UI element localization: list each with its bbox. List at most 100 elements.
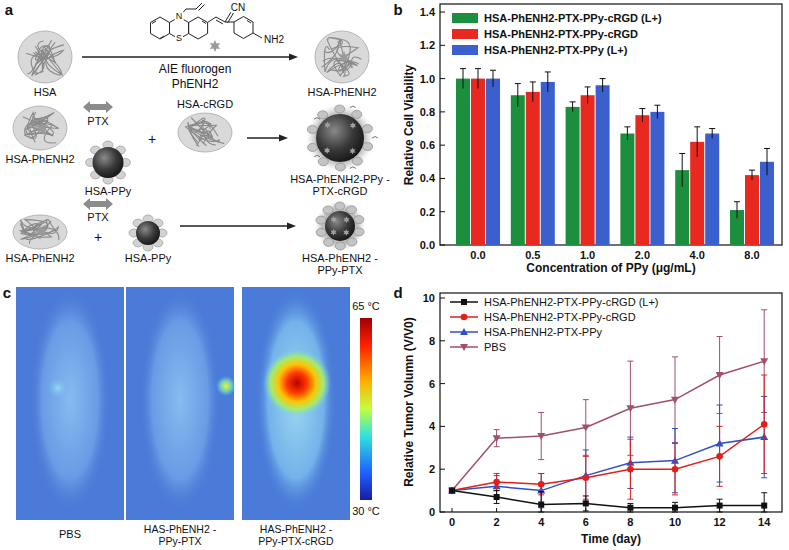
error-cap (717, 512, 723, 513)
drug-label: PTX (87, 211, 108, 223)
axis-tick: 4 (429, 420, 435, 432)
node-label: HSA-cRGD (165, 98, 245, 110)
data-marker (716, 453, 723, 460)
protein-shell (354, 228, 364, 236)
plus-sign: + (148, 132, 156, 147)
error-cap (709, 128, 715, 129)
thermal-image (126, 287, 234, 520)
protein-node: HSA-PPy (118, 214, 178, 264)
panel-letter: d (393, 285, 402, 302)
reaction-arrow (82, 54, 298, 61)
bar (705, 134, 719, 245)
axis-title: Concentration of PPy (μg/mL) (526, 262, 695, 275)
error-cap (475, 68, 481, 69)
ppy-particle (93, 147, 124, 178)
protein-node: HSA-PPy (80, 140, 136, 197)
bar (690, 142, 704, 245)
axis-tick: 0 (429, 506, 435, 518)
protein-shape (13, 215, 67, 249)
tick-mark (440, 512, 445, 513)
error-cap (749, 170, 755, 171)
error-cap (627, 437, 633, 438)
error-bar (697, 127, 698, 157)
protein-node: HSA-PhENH2 (2, 212, 78, 264)
protein-ribbon (30, 122, 53, 142)
bar (596, 85, 610, 245)
error-cap (583, 449, 589, 450)
exchange-arrow (83, 198, 113, 210)
error-cap (761, 473, 767, 474)
mouse-body (140, 288, 220, 512)
axis-tick: 12 (713, 516, 725, 528)
legend-text: PBS (484, 341, 506, 353)
protein-ribbon (188, 122, 206, 145)
protein-shell (347, 206, 357, 214)
error-cap (538, 512, 544, 513)
error-cap (585, 86, 591, 87)
error-cap (490, 70, 496, 71)
axis-tick: 2 (429, 463, 435, 475)
molecule-bond (186, 9, 196, 10)
panel-letter: a (5, 2, 13, 19)
tick-mark (440, 78, 445, 79)
protein-shell (352, 110, 362, 118)
error-cap (654, 105, 660, 106)
node-label: HSA-PhENH2 (2, 252, 78, 264)
error-cap (694, 126, 700, 127)
axis-tick: 0.5 (525, 249, 540, 261)
atom-label: N (175, 12, 184, 22)
data-marker (626, 405, 634, 412)
protein-corona (306, 104, 374, 172)
protein-shell (335, 163, 345, 171)
tick-mark (440, 298, 445, 299)
molecule-bond (228, 13, 234, 23)
arrow-line (180, 225, 288, 226)
thermal-image (16, 287, 124, 520)
data-marker (537, 433, 545, 440)
error-cap (460, 68, 466, 69)
error-bar (682, 153, 683, 186)
legend-text: HSA-PhENH2-PTX-PPy-cRGD (L+) (484, 12, 662, 24)
data-line (452, 491, 764, 508)
data-marker (671, 397, 679, 404)
protein-shape (178, 113, 232, 152)
reagent-label: AIE fluorogen (159, 63, 232, 76)
plot-frame (440, 293, 782, 512)
error-bar (532, 82, 533, 102)
data-marker (761, 421, 768, 428)
rgd-ribbon (314, 155, 320, 157)
error-cap (530, 81, 536, 82)
data-marker (494, 494, 500, 500)
data-line (452, 437, 764, 491)
protein-ribbon (340, 40, 351, 76)
protein-ribbon (21, 220, 58, 239)
protein-ribbon (31, 53, 48, 75)
node-label: HSA (10, 86, 80, 98)
plot-frame (440, 4, 782, 245)
protein-corona (315, 201, 365, 251)
error-cap (515, 83, 521, 84)
tick-mark (440, 145, 445, 146)
data-line (452, 361, 764, 491)
bar (486, 79, 500, 245)
aie-star (350, 147, 356, 154)
bar (650, 112, 664, 245)
data-marker (760, 358, 768, 365)
data-marker (627, 505, 633, 511)
data-marker (493, 435, 501, 442)
molecule-bond (208, 17, 217, 23)
error-bar (752, 170, 753, 180)
mouse-body (30, 288, 110, 512)
panel-letter: b (393, 2, 402, 19)
error-cap (717, 405, 723, 406)
protein-node: HSA-PhENH2 -PPy-PTX (298, 200, 382, 277)
error-bar (478, 69, 479, 89)
tick-mark (440, 178, 445, 179)
axis-tick: 0.0 (470, 249, 485, 261)
aie-star (331, 216, 337, 223)
protein-node: HSA-PhENH2 (2, 103, 78, 165)
protein-shell (363, 125, 373, 133)
aie-star (331, 229, 337, 236)
error-cap (494, 490, 500, 491)
